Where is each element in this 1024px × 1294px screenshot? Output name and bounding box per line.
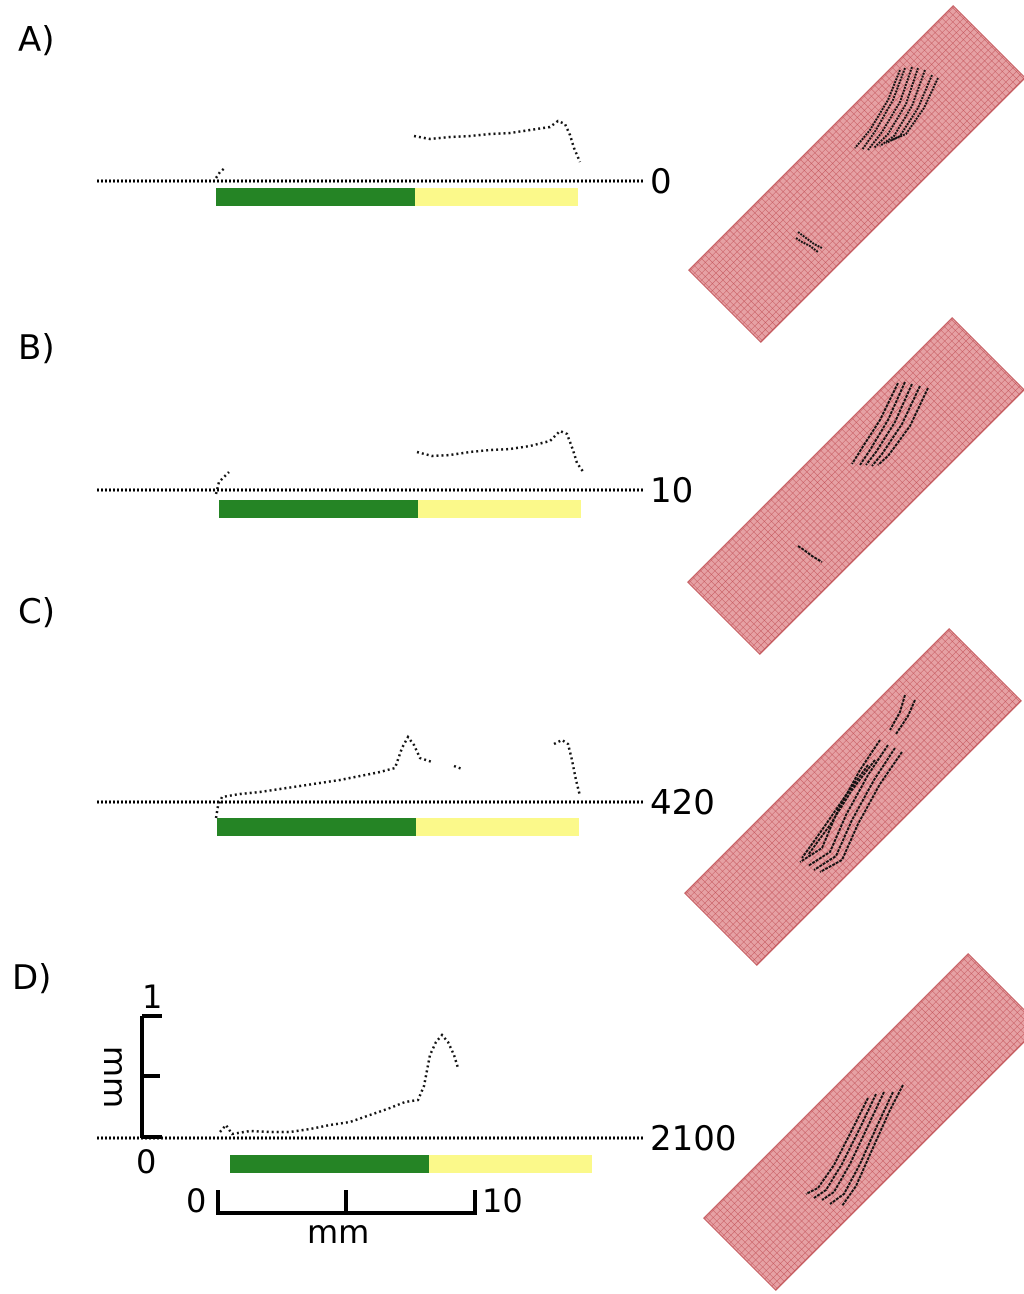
green-bar-d	[230, 1155, 429, 1173]
green-bar-b	[219, 500, 418, 518]
green-bar-a	[216, 188, 415, 206]
profile-b	[214, 429, 586, 495]
vertical-scale-unit: mm	[96, 1045, 135, 1109]
profile-d	[219, 1033, 460, 1136]
horizontal-scale-bar	[216, 1190, 477, 1215]
profile-c	[214, 734, 582, 819]
yellow-bar-b	[418, 500, 581, 518]
panel-b	[97, 317, 1024, 655]
panel-label-d: D)	[12, 958, 52, 998]
panel-label-c: C)	[18, 592, 56, 632]
mesh-particles-c	[799, 694, 916, 873]
horizontal-scale-left: 0	[186, 1182, 207, 1220]
mesh-particles-b	[797, 381, 929, 563]
panel-c	[97, 628, 1022, 966]
mesh-a	[688, 5, 1024, 343]
horizontal-scale-unit: mm	[307, 1213, 370, 1251]
time-label-b: 10	[650, 471, 694, 511]
time-label-d: 2100	[650, 1119, 737, 1159]
yellow-bar-a	[415, 188, 578, 206]
mesh-particles-d	[805, 1084, 904, 1207]
profile-a	[214, 119, 582, 179]
time-label-c: 420	[650, 783, 715, 823]
mesh-b	[687, 317, 1024, 655]
panel-d	[97, 953, 1024, 1291]
mesh-d	[703, 953, 1024, 1291]
horizontal-scale-right: 10	[482, 1182, 523, 1220]
panel-label-a: A)	[18, 20, 55, 60]
yellow-bar-c	[416, 818, 579, 836]
mesh-c	[684, 628, 1022, 966]
panel-label-b: B)	[18, 328, 55, 368]
mesh-particles-a	[795, 66, 939, 253]
vertical-scale-bar	[140, 1014, 162, 1139]
vertical-scale-top: 1	[142, 978, 163, 1016]
green-bar-c	[217, 818, 416, 836]
panel-a	[97, 5, 1024, 343]
yellow-bar-d	[429, 1155, 592, 1173]
vertical-scale-bottom: 0	[136, 1143, 157, 1181]
time-label-a: 0	[650, 162, 672, 202]
